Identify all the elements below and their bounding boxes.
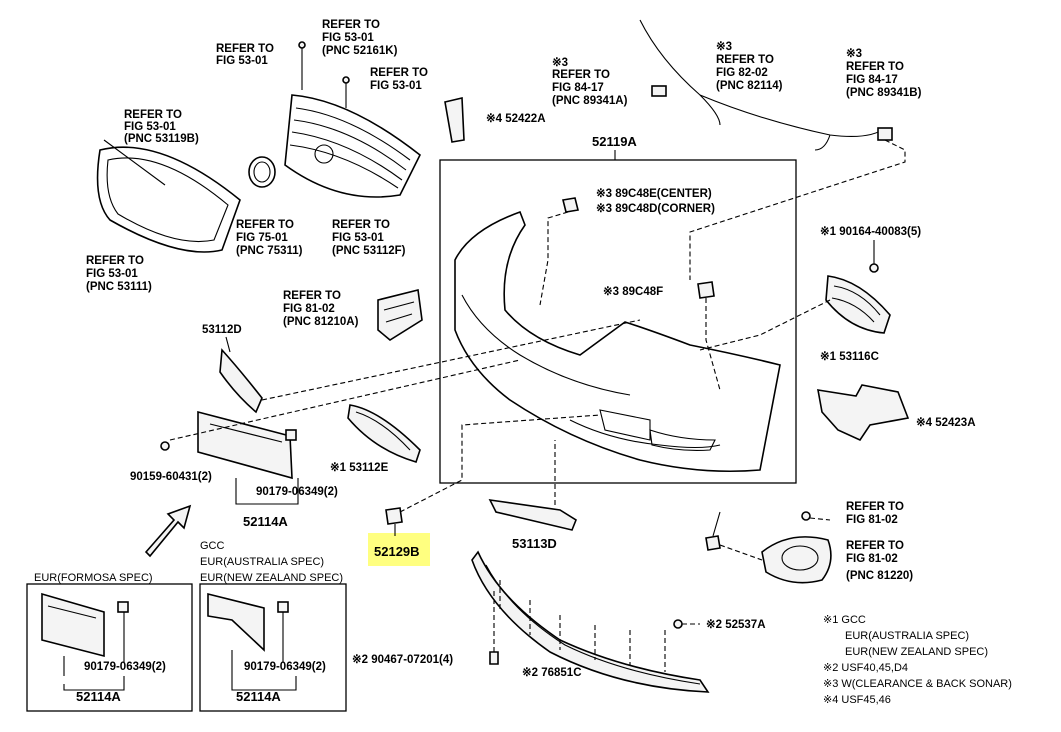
label-52537a: ※2 52537A (706, 618, 766, 631)
ref-grille-bottom-3: (PNC 53111) (86, 281, 152, 293)
label-76851c: ※2 76851C (522, 666, 582, 679)
bolt-90467-part (489, 651, 499, 665)
box2-title-1: GCC (200, 540, 225, 552)
license-bracket-main-part (197, 410, 293, 480)
wire-harness-part (639, 19, 893, 151)
box1-part: 52114A (76, 689, 121, 704)
label-52423a: ※4 52423A (916, 416, 976, 429)
fog-housing-part (377, 289, 423, 341)
bracket-53113d-part (488, 498, 577, 531)
ref-clip-top-2: FIG 53-01 (216, 55, 268, 67)
ref-fog-right2-2: FIG 81-02 (846, 553, 898, 565)
label-89c48f: ※3 89C48F (603, 285, 663, 298)
label-53112d: 53112D (202, 324, 242, 336)
label-90159: 90159-60431(2) (130, 471, 212, 483)
ref-sensor-left-4: (PNC 89341A) (552, 95, 628, 107)
ref-grille-molding-2: FIG 53-01 (124, 121, 176, 133)
bracket-52423a-part (817, 384, 910, 442)
ref-sensor-right-2: REFER TO (846, 61, 904, 73)
ref-fog-housing-3: (PNC 81210A) (283, 316, 359, 328)
legend: ※1 GCC EUR(AUSTRALIA SPEC) EUR(NEW ZEALA… (823, 614, 1012, 706)
license-bracket-box2-part (207, 592, 265, 652)
label-52114a-main: 52114A (243, 514, 288, 529)
ref-sensor-right-4: (PNC 89341B) (846, 87, 922, 99)
box2-title-3: EUR(NEW ZEALAND SPEC) (200, 572, 343, 584)
legend-3: EUR(NEW ZEALAND SPEC) (845, 646, 988, 658)
label-52119a: 52119A (592, 134, 637, 149)
fog-cover-53112e-part (347, 404, 421, 463)
clip-89c48f-part (697, 281, 715, 299)
grille-molding-part (96, 139, 241, 253)
box1-formosa (26, 583, 193, 712)
box2-part: 52114A (236, 689, 281, 704)
license-bracket-box1-part (41, 592, 105, 658)
ref-grille-molding-3: (PNC 53119B) (124, 133, 199, 145)
bracket-52422a-part (444, 97, 465, 143)
legend-2: EUR(AUSTRALIA SPEC) (845, 630, 969, 642)
ref-grille-bottom-2: FIG 53-01 (86, 268, 138, 280)
clip-fog-right-part (705, 535, 721, 551)
ref-sensor-left-1: ※3 (552, 56, 568, 69)
clip-89c48e-part (562, 197, 579, 213)
ref-emblem-1: REFER TO (236, 219, 294, 231)
ref-fog-housing-1: REFER TO (283, 290, 341, 302)
label-52129b[interactable]: 52129B (374, 544, 420, 559)
label-90179a: 90179-06349(2) (256, 486, 338, 498)
ref-grille-molding-1: REFER TO (124, 109, 182, 121)
ref-radiator-grille-3: (PNC 53112F) (332, 245, 406, 257)
box2-title-2: EUR(AUSTRALIA SPEC) (200, 556, 324, 568)
ref-clip-top2-1: REFER TO (322, 19, 380, 31)
ref-sensor-left-3: FIG 84-17 (552, 82, 604, 94)
ref-clip-right-1: REFER TO (370, 67, 428, 79)
legend-4: ※2 USF40,45,D4 (823, 662, 908, 674)
ref-clip-right-2: FIG 53-01 (370, 80, 422, 92)
ref-radiator-grille-1: REFER TO (332, 219, 390, 231)
box2-gcc (199, 583, 347, 712)
ref-sensor-right-1: ※3 (846, 47, 862, 60)
fog-cover-53116c-part (825, 275, 891, 334)
ref-clip-top-1: REFER TO (216, 43, 274, 55)
bumper-frame (439, 159, 797, 484)
ref-grille-bottom-1: REFER TO (86, 255, 144, 267)
ref-wire-4: (PNC 82114) (716, 80, 783, 92)
highlight-52129b (368, 533, 430, 566)
ref-fog-right1-2: FIG 81-02 (846, 514, 898, 526)
ref-fog-right1-1: REFER TO (846, 501, 904, 513)
label-53113d: 53113D (512, 536, 557, 551)
ref-fog-right2-3: (PNC 81220) (846, 570, 913, 582)
radiator-grille-part (284, 94, 422, 198)
ref-sensor-right-3: FIG 84-17 (846, 74, 898, 86)
label-53116c: ※1 53116C (820, 350, 879, 363)
ref-emblem-2: FIG 75-01 (236, 232, 288, 244)
label-90467: ※2 90467-07201(4) (352, 653, 453, 666)
label-52422a: ※4 52422A (486, 112, 546, 125)
clip-52129b-part (385, 507, 403, 525)
ref-wire-3: FIG 82-02 (716, 67, 768, 79)
label-53112e: ※1 53112E (330, 461, 389, 474)
fog-lamp-right-part (761, 536, 832, 584)
spoiler-76851c-part (471, 550, 710, 693)
ref-fog-housing-2: FIG 81-02 (283, 303, 335, 315)
ref-wire-1: ※3 (716, 40, 732, 53)
box1-title: EUR(FORMOSA SPEC) (34, 572, 153, 584)
ref-wire-2: REFER TO (716, 54, 774, 66)
ref-clip-top2-2: FIG 53-01 (322, 32, 374, 44)
legend-5: ※3 W(CLEARANCE & BACK SONAR) (823, 678, 1012, 690)
emblem-part (248, 156, 276, 188)
ref-clip-top2-3: (PNC 52161K) (322, 45, 398, 57)
ref-emblem-3: (PNC 75311) (236, 245, 303, 257)
legend-1: ※1 GCC (823, 614, 866, 626)
label-90164: ※1 90164-40083(5) (820, 225, 921, 238)
label-89c48d: ※3 89C48D(CORNER) (596, 202, 715, 215)
ref-radiator-grille-2: FIG 53-01 (332, 232, 384, 244)
molding-53112d-part (219, 348, 263, 414)
direction-arrow-icon (144, 504, 192, 558)
box1-bolt: 90179-06349(2) (84, 661, 166, 673)
legend-6: ※4 USF45,46 (823, 694, 891, 706)
ref-sensor-left-2: REFER TO (552, 69, 610, 81)
label-89c48e: ※3 89C48E(CENTER) (596, 187, 712, 200)
ref-fog-right2-1: REFER TO (846, 540, 904, 552)
box2-bolt: 90179-06349(2) (244, 661, 326, 673)
